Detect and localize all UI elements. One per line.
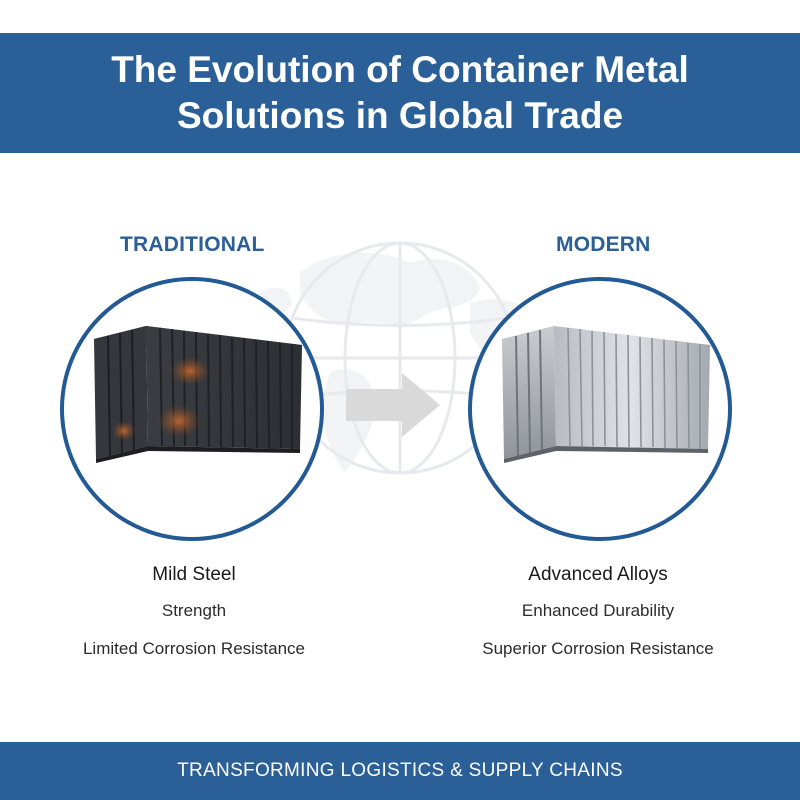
traditional-property-corrosion: Limited Corrosion Resistance — [82, 639, 306, 658]
traditional-label: TRADITIONAL — [120, 233, 265, 256]
modern-label: MODERN — [556, 233, 651, 256]
modern-container-circle — [468, 277, 732, 541]
modern-property-corrosion: Superior Corrosion Resistance — [482, 639, 714, 658]
title-banner: The Evolution of Container Metal Solutio… — [0, 33, 800, 153]
alloy-container-icon — [502, 326, 710, 463]
traditional-material: Mild Steel — [152, 564, 236, 585]
traditional-container-circle — [60, 277, 324, 541]
footer-tagline: TRANSFORMING LOGISTICS & SUPPLY CHAINS — [177, 760, 623, 781]
traditional-details: Mild Steel Strength Limited Corrosion Re… — [34, 562, 354, 661]
page-title: The Evolution of Container Metal Solutio… — [111, 49, 689, 136]
modern-details: Advanced Alloys Enhanced Durability Supe… — [438, 562, 758, 661]
arrow-right-icon — [346, 373, 440, 437]
traditional-property-strength: Strength — [161, 601, 227, 620]
modern-property-durability: Enhanced Durability — [521, 601, 675, 620]
rusted-container-icon — [94, 326, 302, 463]
modern-material: Advanced Alloys — [528, 564, 668, 585]
footer-banner: TRANSFORMING LOGISTICS & SUPPLY CHAINS — [0, 742, 800, 800]
comparison-panel: TRADITIONAL MODERN — [0, 153, 800, 742]
